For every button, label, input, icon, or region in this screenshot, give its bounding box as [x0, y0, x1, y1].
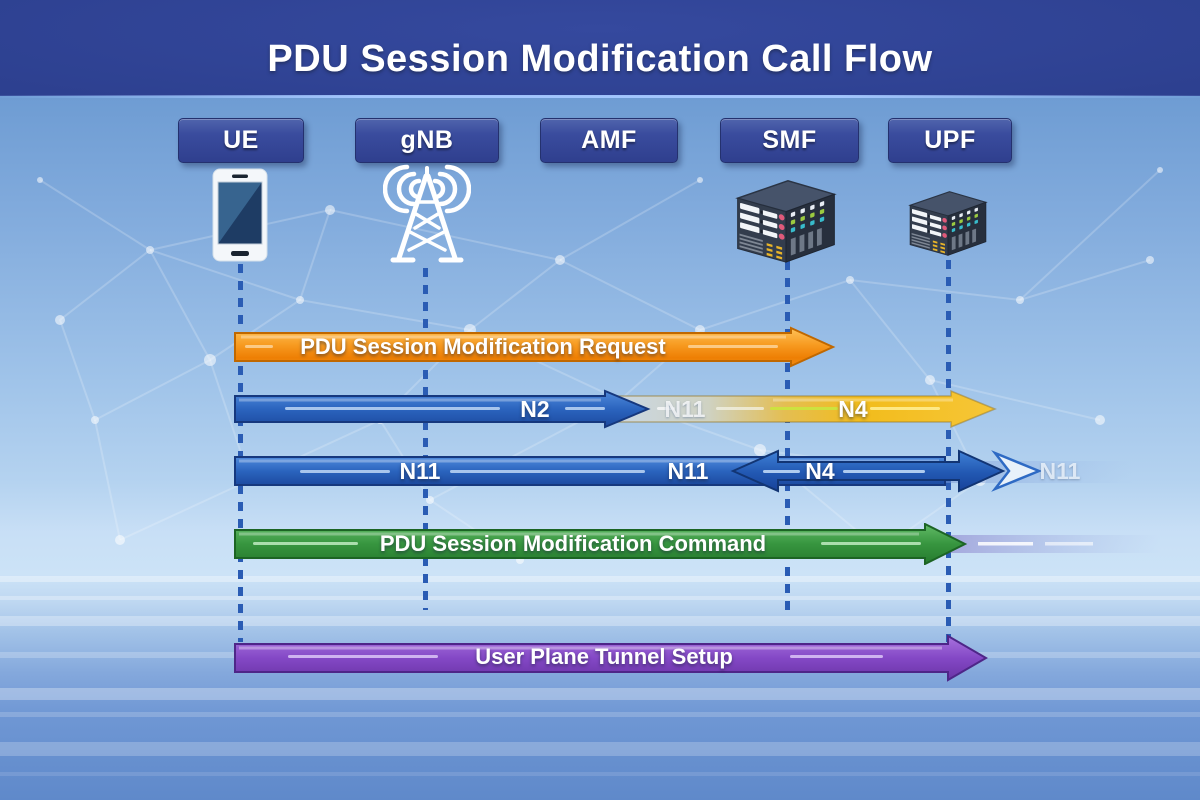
entity-box-ue: UE [178, 118, 304, 163]
label-dash-line [288, 655, 438, 658]
radio-tower-icon [383, 164, 471, 263]
interface-label-n11-left: N11 [399, 458, 441, 484]
interface-label-n4-reverse: N4 [805, 458, 835, 484]
lifeline-upf [946, 260, 951, 642]
message-arrow-user-plane-tunnel-setup: User Plane Tunnel Setup [233, 634, 993, 682]
entity-box-smf: SMF [720, 118, 859, 163]
label-dash-line [565, 407, 605, 410]
message-label: PDU Session Modification Command [379, 531, 767, 556]
entity-label-smf: SMF [762, 126, 817, 154]
label-dash-line [285, 407, 500, 410]
label-dash-line [688, 345, 778, 348]
message-arrow-pdu-session-modification-command: PDU Session Modification Command [233, 523, 1163, 565]
background-gradient [0, 96, 1200, 800]
server-icon-upf [901, 187, 995, 257]
background-streak [0, 742, 1200, 756]
background-streak [0, 576, 1200, 582]
server-icon-smf [726, 175, 846, 264]
label-dash-line [300, 470, 390, 473]
label-dash-line [450, 470, 645, 473]
message-label: User Plane Tunnel Setup [475, 644, 733, 669]
title-separator-line [0, 95, 1200, 98]
label-dash-line [843, 470, 925, 473]
entity-box-amf: AMF [540, 118, 678, 163]
entity-box-upf: UPF [888, 118, 1012, 163]
label-dash-line [770, 407, 838, 410]
entity-box-gnb: gNB [355, 118, 499, 163]
background-streak [0, 712, 1200, 717]
label-dash-line [790, 655, 883, 658]
label-dash-line [763, 470, 800, 473]
message-label: PDU Session Modification Request [300, 334, 666, 359]
entity-label-ue: UE [223, 126, 259, 154]
interface-label-n2: N2 [520, 396, 550, 422]
message-arrow-n11-n4-bidirectional: N11 N11 N4 N11 [233, 449, 1153, 493]
smartphone-icon [212, 168, 268, 262]
interface-label-n11-faded: N11 [664, 396, 706, 422]
entity-label-amf: AMF [581, 126, 637, 154]
message-arrow-pdu-session-modification-request: PDU Session Modification Request [233, 326, 838, 368]
background-streak [0, 596, 1200, 600]
label-dash-line [870, 407, 940, 410]
label-dash-line [245, 345, 273, 348]
title-band [0, 0, 1200, 96]
background-streak [0, 616, 1200, 626]
label-dash-line [716, 407, 764, 410]
network-mesh-decoration [37, 167, 1163, 564]
interface-label-n4: N4 [838, 396, 868, 422]
background-streak [0, 688, 1200, 700]
label-dash-line [657, 407, 675, 410]
background-streak [0, 772, 1200, 776]
label-dash-line [253, 542, 358, 545]
page-title: PDU Session Modification Call Flow [267, 38, 933, 80]
label-dash-line [821, 542, 921, 545]
lifeline-gnb [423, 268, 428, 610]
message-arrow-n2-n11-n4: N2 N11 N4 [233, 388, 1008, 430]
interface-label-n11-ghost: N11 [1039, 458, 1081, 484]
interface-label-n11-mid: N11 [667, 458, 709, 484]
lifeline-smf [785, 261, 790, 612]
entity-label-gnb: gNB [400, 126, 454, 154]
lifeline-ue [238, 264, 243, 642]
entity-label-upf: UPF [924, 126, 976, 154]
